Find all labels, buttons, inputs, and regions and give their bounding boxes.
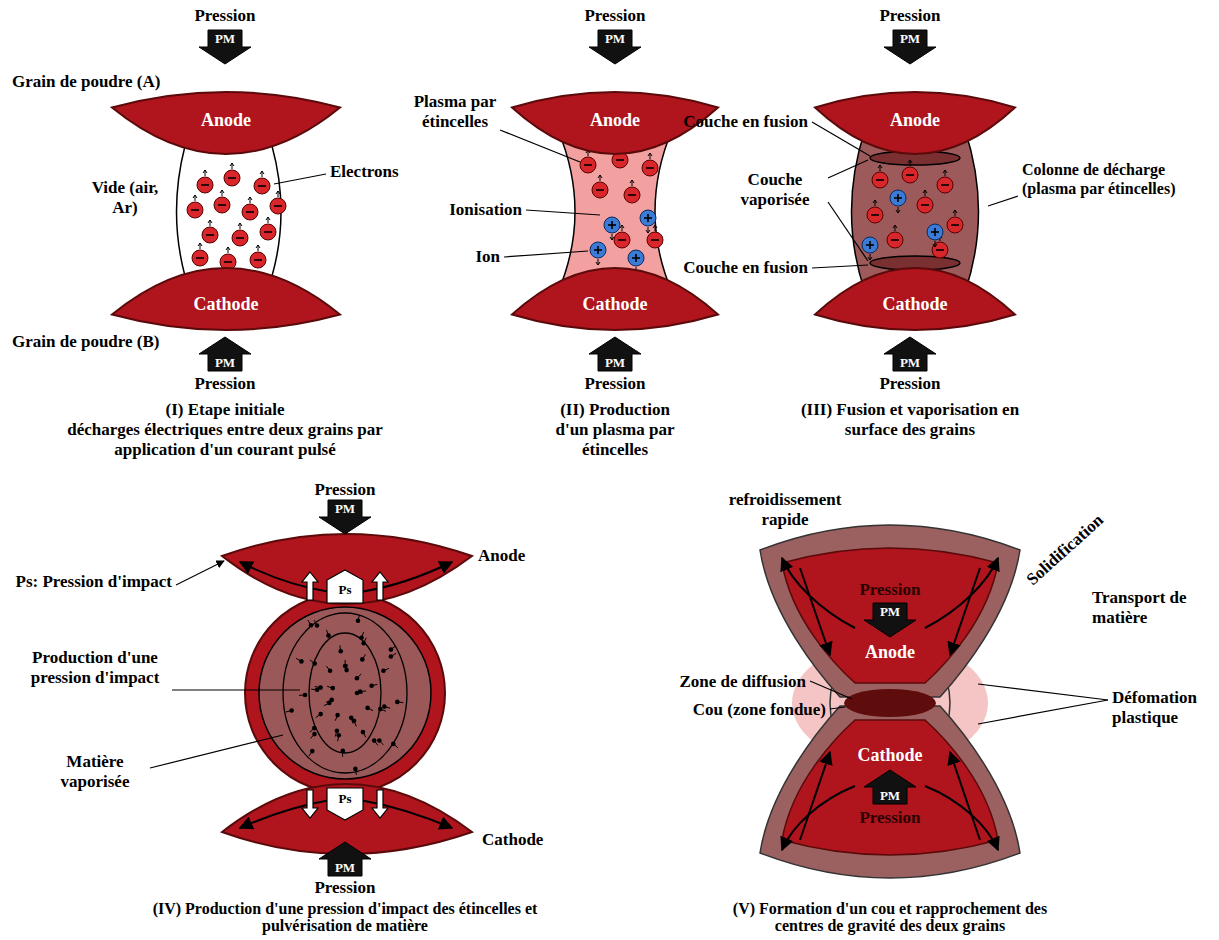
callout-label: Ionisation [449,200,522,220]
pm-label: PM [215,31,235,47]
callout-label: Colonne de décharge (plasma par étincell… [1022,160,1214,198]
step-caption: (III) Fusion et vaporisation en surface … [780,400,1040,440]
pm-label: PM [605,355,625,371]
pressure-label: Pression [879,6,940,26]
pressure-label: Pression [584,374,645,394]
callout-label: Transport de matière [1092,588,1202,628]
step-caption: (IV) Production d'une pression d'impact … [130,900,560,934]
pm-label: PM [605,31,625,47]
pressure-label: Pression [859,580,920,600]
electrode-label: Cathode [193,294,258,314]
pm-label: PM [900,355,920,371]
callout-label: Couche vaporisée [725,170,825,210]
callout-label: Electrons [330,162,399,182]
electrode-label: Cathode [582,294,647,314]
pm-label: PM [880,788,900,804]
pm-label: PM [215,355,235,371]
step-caption: (V) Formation d'un cou et rapprochement … [725,900,1055,934]
pressure-label: Pression [859,808,920,828]
callout-label: Ps: Pression d'impact [12,572,172,592]
electrode-label: Anode [865,642,915,662]
step-caption: décharges électriques entre deux grains … [58,420,393,460]
pressure-label: Pression [194,6,255,26]
electrode-label: Cathode [857,745,922,765]
electrode-label: Cathode [882,294,947,314]
callout-label: Cou (zone fondue) [693,700,826,720]
pressure-label: Pression [194,374,255,394]
electrode-label: Anode [201,110,251,130]
pressure-label: Pression [314,480,375,500]
callout-label: refroidissement rapide [710,490,860,530]
step-caption: (II) Production d'un plasma par étincell… [550,400,680,460]
callout-label: Zone de diffusion [679,672,806,692]
electrode-label: Anode [890,110,940,130]
callout-label: Couche en fusion [683,112,808,132]
pm-label: PM [335,860,355,876]
ps-label: Ps [339,791,352,807]
pressure-label: Pression [584,6,645,26]
anode-grain: Anode [815,92,1015,154]
cathode-grain: Cathode [112,268,340,330]
cathode-grain: Cathode [512,268,718,330]
ps-label: Ps [339,582,352,598]
grain-label: Grain de poudre (A) [12,72,160,92]
callout-label: Production d'une pression d'impact [20,648,170,688]
anode-grain: Anode [112,92,340,154]
callout-label: Défomation plastique [1112,688,1212,728]
medium-label: Vide (air, Ar) [85,178,165,218]
callout-label: Couche en fusion [683,258,808,278]
callout-label: Solidification [1022,510,1107,589]
electrode-label: Anode [478,546,525,566]
pm-label: PM [880,604,900,620]
step-title: (I) Etape initiale [166,400,285,420]
electrode-label: Cathode [482,830,543,850]
pm-label: PM [335,501,355,517]
electrode-label: Anode [590,110,640,130]
pressure-label: Pression [879,374,940,394]
callout-label: Plasma par étincelles [409,92,501,132]
pm-label: PM [900,31,920,47]
callout-label: Matière vaporisée [40,752,150,792]
pressure-label: Pression [314,878,375,898]
grain-label: Grain de poudre (B) [12,332,160,352]
cathode-grain: Cathode [815,268,1015,330]
callout-label: Ion [475,247,500,267]
